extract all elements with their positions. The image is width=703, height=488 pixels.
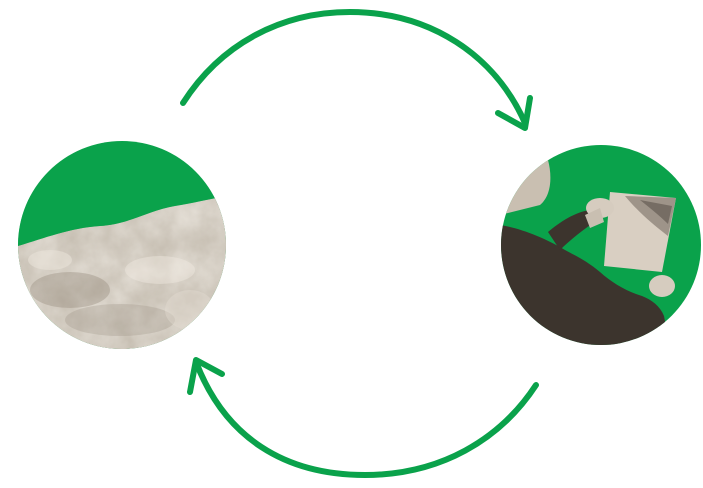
left-node-image	[18, 141, 230, 352]
right-node-right-hand	[649, 275, 675, 297]
arrow-top-arc	[183, 12, 525, 123]
arrow-right-to-left	[190, 360, 536, 475]
arrow-bottom-arc	[196, 362, 536, 475]
right-node-image	[500, 144, 703, 348]
arrow-left-to-right	[183, 12, 530, 128]
